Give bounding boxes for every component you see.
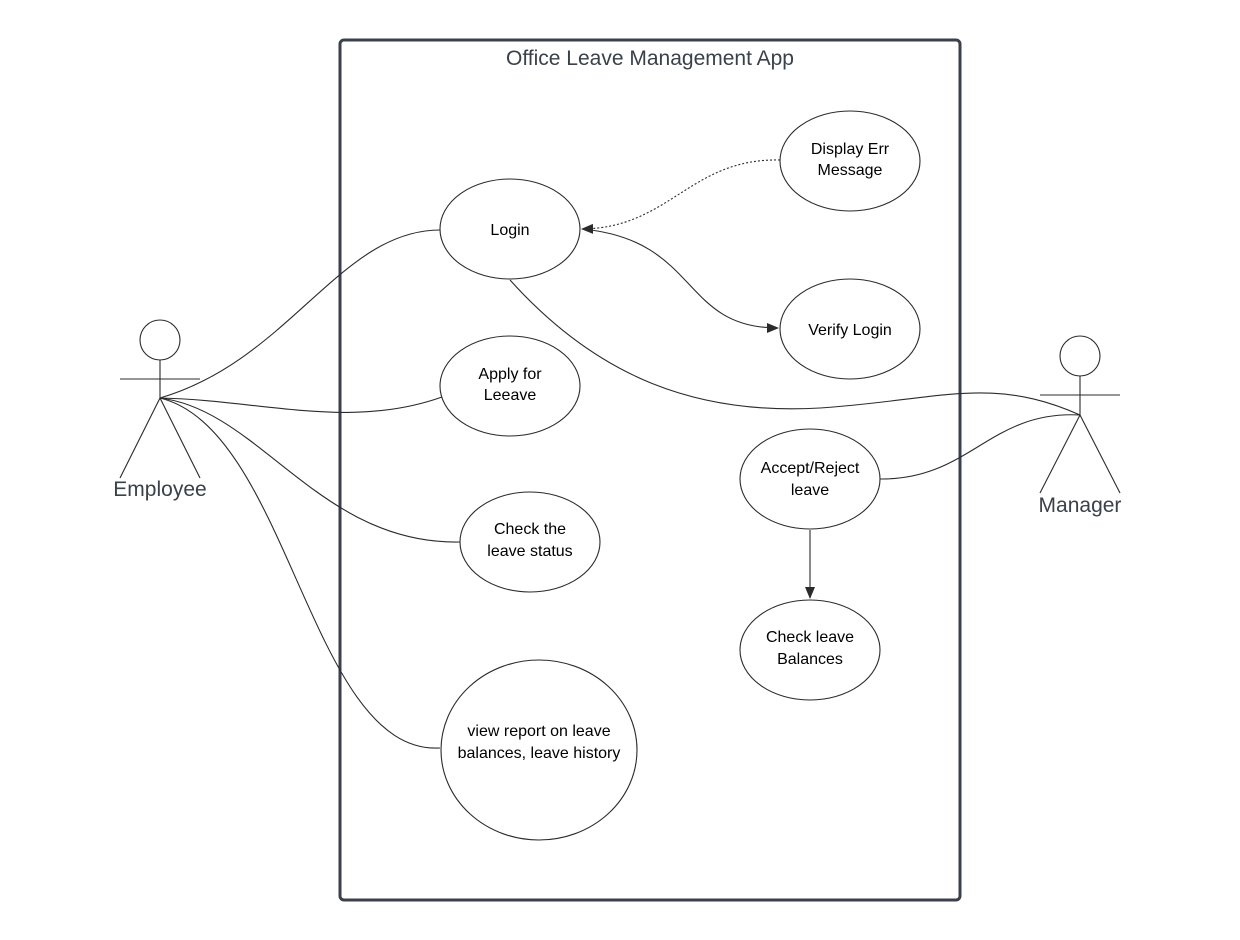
- employee-apply-link: [159, 396, 443, 413]
- login-manager-link: [509, 279, 1081, 416]
- use-case-label: Display Err: [811, 141, 890, 158]
- use-case-display-err-message[interactable]: Display Err Message: [779, 110, 921, 212]
- login-verify-include: [581, 228, 779, 333]
- system-boundary: [338, 38, 962, 902]
- use-case-label: Message: [818, 162, 883, 179]
- display-err-extend: [581, 159, 781, 234]
- use-case-label: balances, leave history: [458, 745, 621, 762]
- use-case-label: Balances: [777, 651, 843, 668]
- use-case-label: Verify Login: [808, 322, 892, 339]
- use-case-label: leave status: [487, 543, 572, 560]
- actor-employee[interactable]: Employee: [113, 319, 207, 501]
- employee-login-link: [159, 229, 441, 399]
- use-case-label: Check leave: [766, 629, 854, 646]
- employee-report-link: [159, 397, 441, 749]
- system-title: Office Leave Management App: [506, 47, 794, 70]
- use-case-label: Leeave: [484, 387, 537, 404]
- use-case-label: Login: [490, 222, 529, 239]
- use-case-label: Apply for: [478, 366, 542, 383]
- actor-label-employee: Employee: [113, 478, 206, 501]
- actor-head-icon: [1059, 335, 1101, 377]
- actor-manager[interactable]: Manager: [1039, 335, 1122, 517]
- actor-head-icon: [139, 319, 181, 361]
- manager-accept-link: [879, 414, 1081, 480]
- employee-status-link: [159, 397, 461, 543]
- use-case-label: Check the: [494, 521, 566, 538]
- actor-label-manager: Manager: [1039, 494, 1122, 517]
- use-case-label: view report on leave: [467, 723, 610, 740]
- use-case-apply-leave[interactable]: Apply for Leeave: [439, 335, 581, 437]
- use-case-label: leave: [791, 482, 829, 499]
- use-case-check-leave-status[interactable]: Check the leave status: [459, 491, 601, 593]
- use-case-login[interactable]: Login: [439, 178, 581, 280]
- use-case-verify-login[interactable]: Verify Login: [779, 278, 921, 380]
- use-case-label: Accept/Reject: [761, 460, 860, 477]
- use-case-view-report[interactable]: view report on leave balances, leave his…: [440, 659, 638, 841]
- use-case-accept-reject-leave[interactable]: Accept/Reject leave: [739, 428, 881, 530]
- use-case-check-leave-balances[interactable]: Check leave Balances: [739, 599, 881, 701]
